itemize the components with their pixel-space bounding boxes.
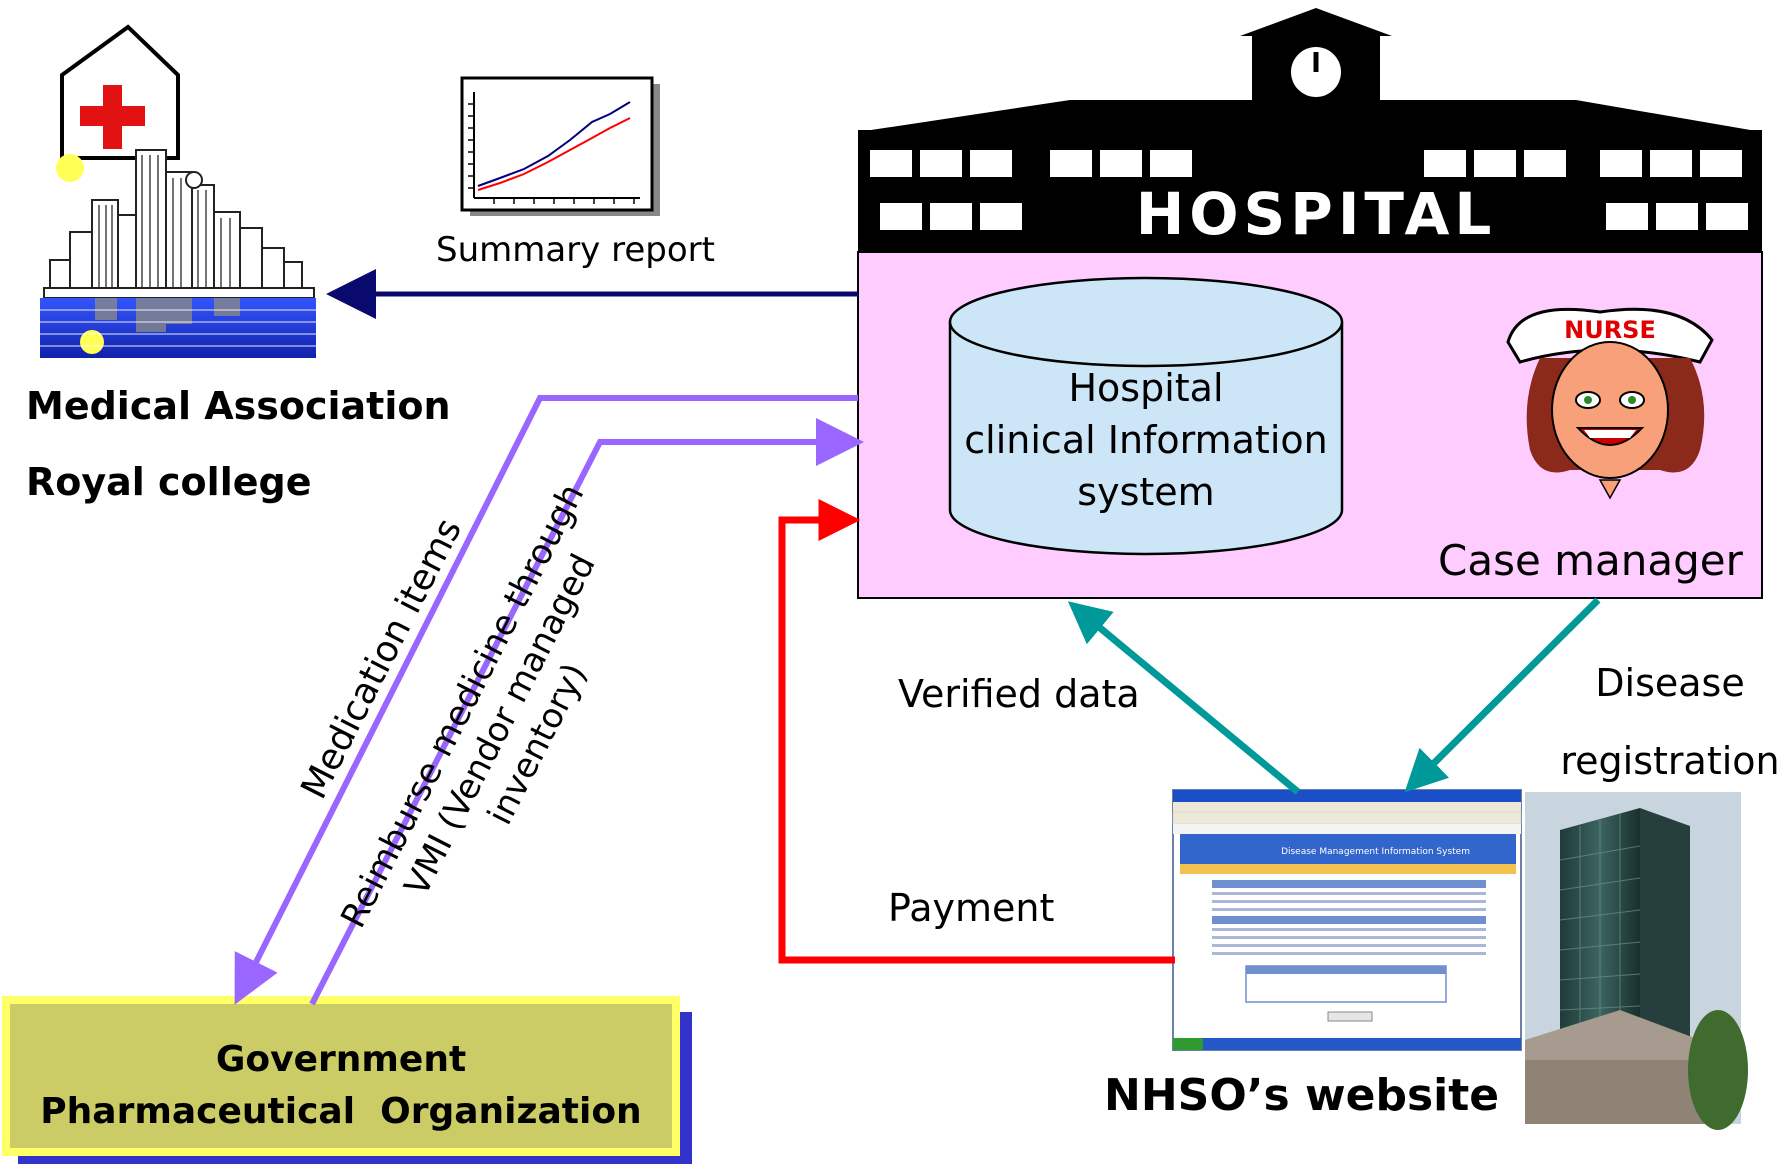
his-line-1: Hospital (1068, 366, 1224, 410)
his-line-3: system (1077, 470, 1215, 514)
arrow-reimburse-vmi (309, 418, 864, 1006)
his-line-2: clinical Information (964, 418, 1328, 462)
node-case-manager: Case manager (1438, 536, 1743, 585)
label-payment: Payment (888, 886, 1055, 930)
disease-line-1: Disease (1595, 661, 1745, 705)
website-banner-text: Disease Management Information System (1281, 847, 1470, 857)
arrow-medication-items (234, 395, 858, 1005)
nurse-cap-text: NURSE (1564, 316, 1656, 344)
hospital-windows (870, 150, 1748, 230)
arrow-verified-data (1067, 601, 1301, 795)
gpo-box (2, 996, 692, 1164)
label-verified-data: Verified data (898, 672, 1140, 716)
his-database-cylinder (948, 276, 1344, 556)
arrow-disease-registration (1404, 597, 1601, 793)
nurse-icon (1506, 307, 1714, 500)
hospital-sign: HOSPITAL (1136, 180, 1497, 248)
label-summary-report: Summary report (436, 230, 715, 270)
label-reimburse-vmi: Reimburse medicine through VMI (Vendor m… (333, 478, 603, 935)
gpo-line-2: Pharmaceutical Organization (40, 1091, 642, 1132)
node-royal-college: Royal college (26, 460, 312, 504)
node-gpo: Government Pharmaceutical Organization (6, 1034, 676, 1138)
nhso-building-photo (1525, 792, 1748, 1130)
node-medical-association: Medical Association (26, 384, 451, 428)
disease-line-2: registration (1560, 739, 1780, 783)
line-chart-icon (460, 76, 660, 216)
nhso-website-screenshot (1172, 789, 1522, 1051)
label-disease-registration: Disease registration (1560, 644, 1780, 800)
gpo-line-1: Government (215, 1039, 467, 1080)
arrow-payment (778, 499, 1175, 964)
node-his: Hospital clinical Information system (950, 362, 1342, 518)
node-nhso-website: NHSO’s website (1104, 1070, 1500, 1121)
city-hospital-icon (40, 24, 316, 358)
